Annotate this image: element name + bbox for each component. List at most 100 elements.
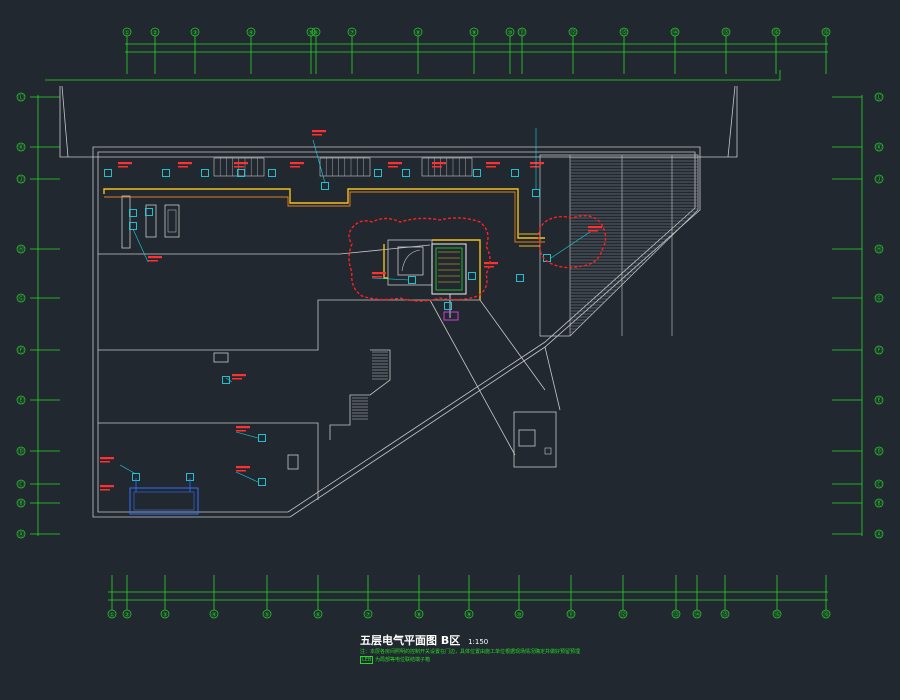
top-grid-label: ⑦ (349, 30, 354, 37)
ramp-area (539, 154, 699, 337)
leader-line (225, 377, 233, 383)
drawing-title-text: 五层电气平面图 B区 (360, 634, 461, 647)
upper-wall-slant-2 (727, 85, 736, 158)
side-grid-label: Ⓓ (18, 447, 24, 455)
side-grid-label: Ⓙ (18, 175, 24, 183)
top-grid-bubble (413, 27, 423, 37)
side-grid-label: Ⓗ (18, 245, 24, 253)
side-grid-bubble (16, 293, 26, 303)
device-box (516, 274, 524, 282)
device-label-bar-2 (432, 166, 442, 168)
device-label-bar-2 (530, 166, 540, 168)
equipment-block-2 (145, 204, 157, 238)
side-grid-bubble (874, 345, 884, 355)
bottom-grid-bubble (262, 609, 272, 619)
revision-clouds (348, 215, 607, 302)
side-grid-bubble (874, 174, 884, 184)
equipment-block-3-inner (167, 209, 177, 233)
shaft-box (518, 429, 536, 447)
site-boundary (45, 70, 781, 81)
device-label-bar-2 (388, 166, 398, 168)
top-grid-label: ⑩ (507, 30, 512, 37)
revision-cloud (348, 217, 491, 302)
bottom-grid-bubble (772, 609, 782, 619)
upper-wall (59, 86, 738, 158)
drawing-note-1: 注：本层各房间照明的控制开关设置在门边，具体位置由施工单位根据现场情况确定并做好… (360, 649, 581, 655)
side-grid-bubble (874, 498, 884, 508)
top-grid-label: ② (152, 30, 157, 37)
side-grid-label: Ⓛ (876, 93, 882, 101)
side-grid-label: Ⓒ (876, 480, 882, 488)
shaft-room (513, 411, 557, 468)
device-label-bar-2 (236, 470, 246, 472)
drawing-scale: 1:150 (468, 638, 489, 646)
device-label-bar-2 (290, 166, 300, 168)
device-label-bar (118, 162, 132, 165)
side-grid-bubble (874, 293, 884, 303)
bottom-grid-bubble (514, 609, 524, 619)
leader-line (132, 228, 149, 263)
electrical-room-inner (435, 247, 463, 291)
bottom-grid-label: ⑯ (774, 611, 780, 619)
bottom-grid-label: ⑯ (823, 611, 829, 619)
top-equipment (421, 157, 473, 177)
bottom-grid-bubble (313, 609, 323, 619)
bottom-grid-bubble (821, 609, 831, 619)
bottom-grid-label: ⑥ (315, 612, 320, 619)
device-label-bar (312, 130, 326, 133)
side-grid-label: Ⓗ (876, 245, 882, 253)
interior-diag (429, 299, 516, 456)
side-grid-label: Ⓓ (876, 447, 882, 455)
side-grid-bubble (16, 446, 26, 456)
device-label-bar-2 (234, 166, 244, 168)
bottom-grid-bubble (122, 609, 132, 619)
device-box (162, 169, 170, 177)
bottom-grid-label: ⑩ (516, 612, 521, 619)
bottom-grid-bubble (566, 609, 576, 619)
top-grid-label: ⑤ (308, 30, 313, 37)
device-label-bar (486, 162, 500, 165)
bottom-grid-label: ① (109, 612, 114, 619)
interior-wall (98, 244, 431, 255)
top-equipment (319, 157, 371, 177)
building-outline (59, 85, 738, 518)
device-label-bar-2 (588, 230, 598, 232)
branch-tray (383, 244, 388, 279)
elevator-arc (401, 249, 421, 272)
interior-wall-3 (98, 422, 319, 500)
bottom-grid-bubble (671, 609, 681, 619)
side-grid-bubble (16, 244, 26, 254)
device-box (468, 272, 476, 280)
device-label-bar (236, 426, 250, 429)
electrical-room (431, 243, 467, 295)
side-grid-bubble (874, 142, 884, 152)
electrical-devices (100, 128, 602, 515)
bottom-grid-bubble (464, 609, 474, 619)
elevator (397, 246, 424, 276)
side-grid-bubble (874, 92, 884, 102)
leader-line (312, 139, 326, 184)
side-grid-label: Ⓐ (18, 530, 24, 538)
side-grid-label: Ⓚ (18, 143, 24, 151)
top-grid-label: ⑯ (773, 29, 779, 37)
bottom-grid-bubble (107, 609, 117, 619)
side-grid-label: Ⓛ (18, 93, 24, 101)
device-label-bar (484, 262, 498, 265)
device-box (511, 169, 519, 177)
device-box (444, 302, 452, 310)
small-box-2 (287, 454, 299, 470)
device-box (408, 276, 416, 284)
top-grid-label: ⑬ (621, 29, 627, 37)
device-label-bar (100, 457, 114, 460)
leader-line (371, 277, 410, 281)
side-grid-label: Ⓔ (876, 396, 882, 404)
device-box (374, 169, 382, 177)
device-label-bar (178, 162, 192, 165)
revision-cloud-2 (538, 215, 607, 269)
upper-wall-slant (61, 85, 69, 158)
top-grid-bubble (122, 27, 132, 37)
top-grid-bubble (469, 27, 479, 37)
bottom-grid-label: ④ (211, 612, 216, 619)
side-grid-bubble (874, 529, 884, 539)
